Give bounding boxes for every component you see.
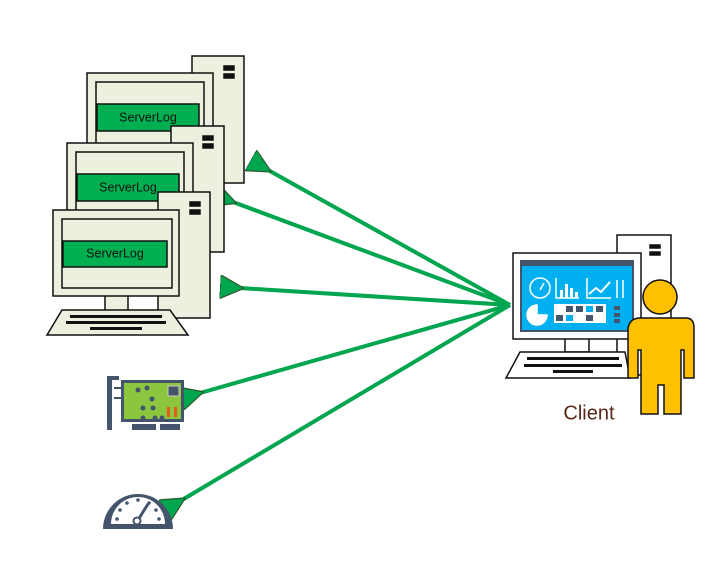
server-log-label: ServerLog	[99, 180, 157, 194]
person-icon	[627, 279, 695, 415]
arrow-to-server-3	[240, 288, 511, 307]
arrow-to-network-card	[200, 303, 511, 393]
dashboard-widgets	[521, 261, 633, 326]
arrows	[182, 170, 512, 500]
arrow-to-server-2	[233, 202, 511, 307]
server-log-label: ServerLog	[119, 110, 177, 124]
client-keyboard-keys	[524, 357, 622, 373]
arrow-to-gauge	[182, 303, 512, 500]
gauge-icon	[103, 494, 173, 529]
arrow-to-server-1	[268, 170, 511, 307]
server-3	[45, 191, 211, 336]
server-log-label: ServerLog	[86, 246, 144, 260]
keyboard-keys	[66, 315, 166, 330]
network-card-icon	[107, 376, 184, 430]
server-log-label-box	[62, 240, 168, 268]
client-label: Client	[563, 402, 615, 424]
